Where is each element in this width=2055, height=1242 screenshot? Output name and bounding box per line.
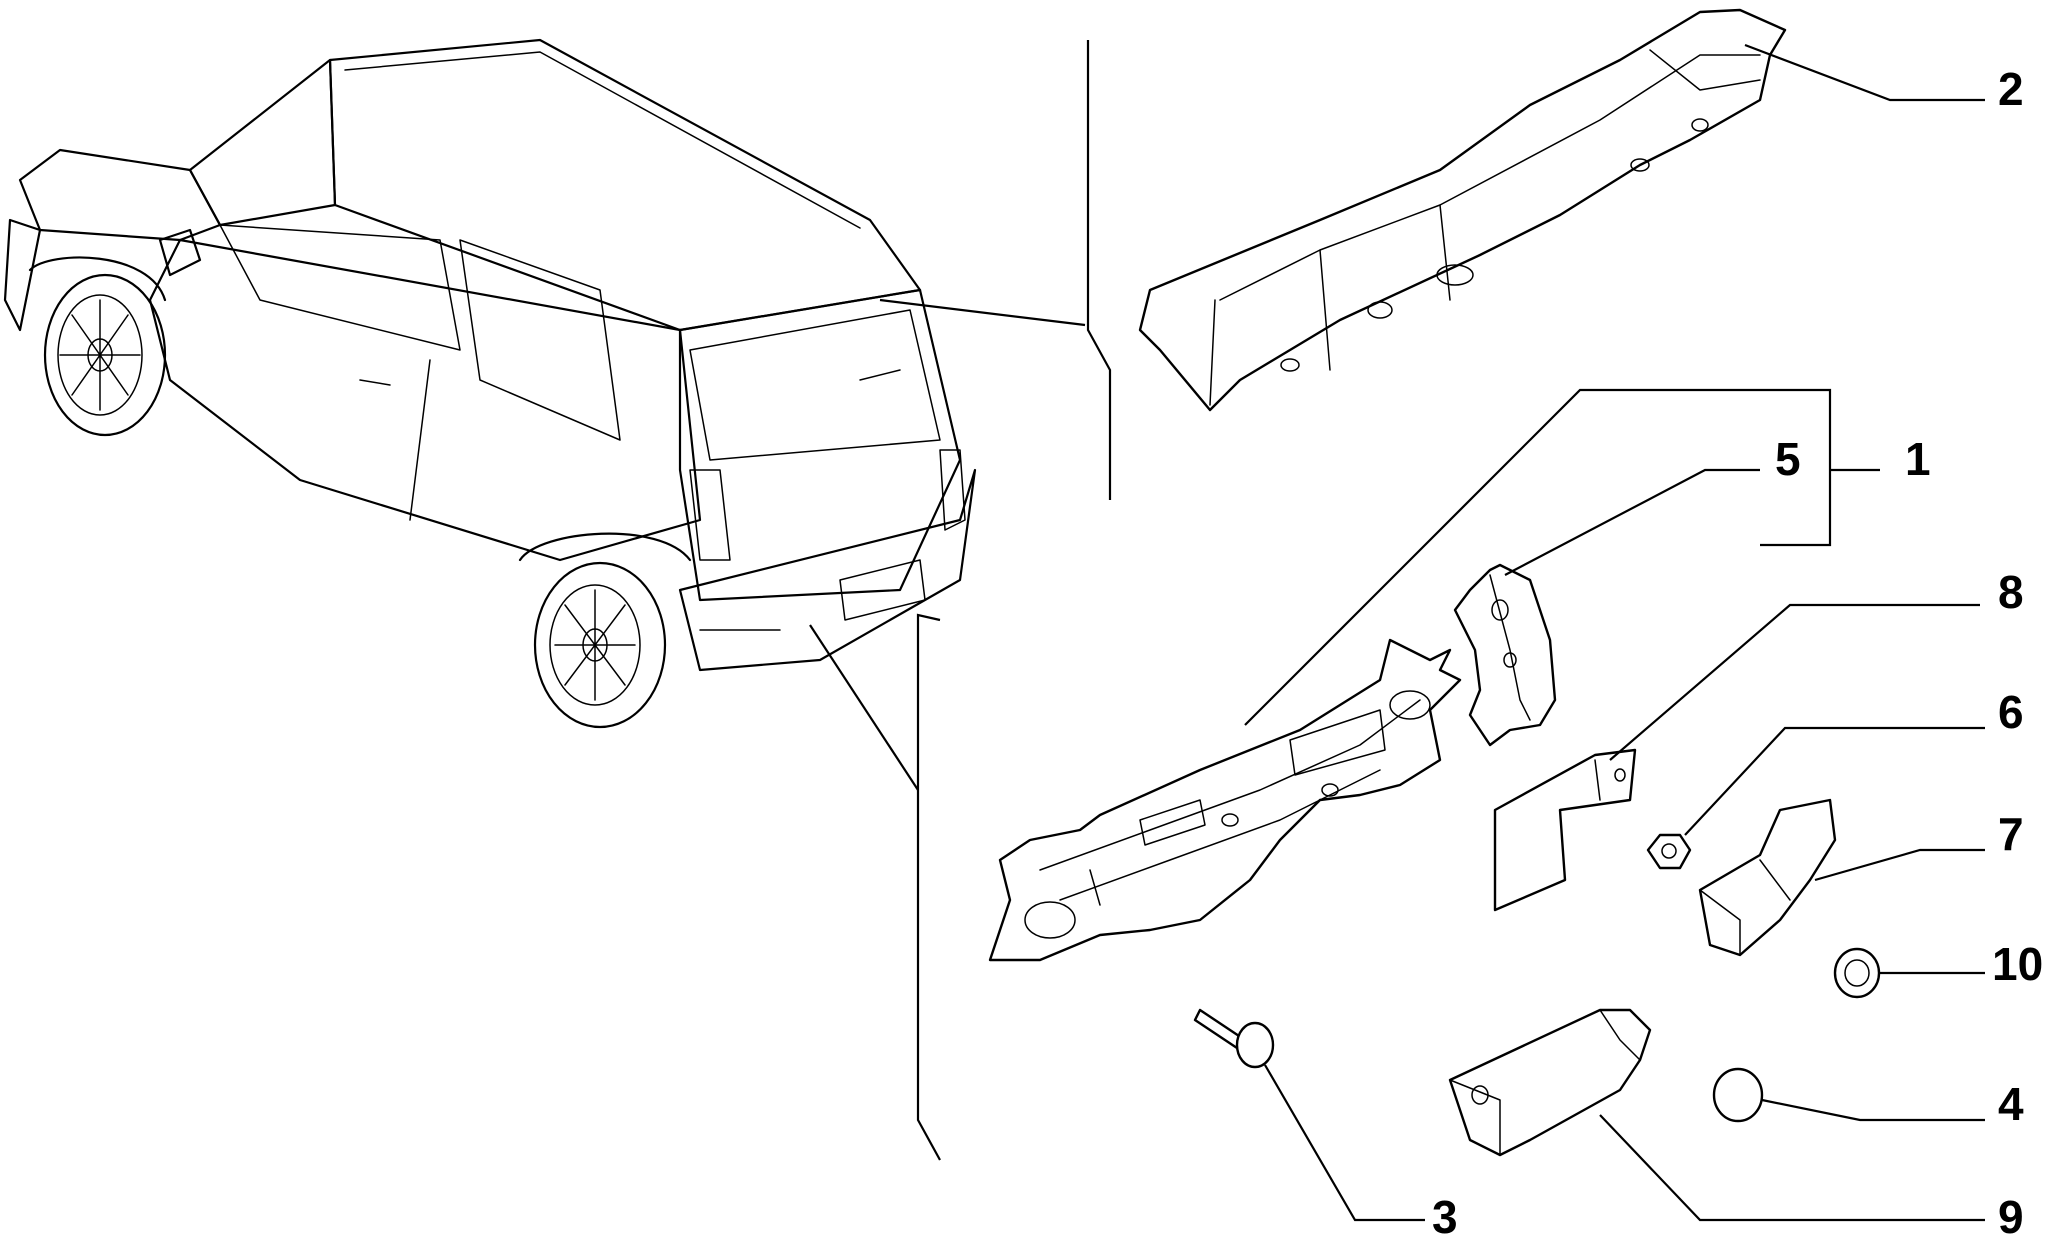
group-brackets: [809, 40, 1880, 1161]
part-4-plug: [1712, 1067, 1764, 1123]
callout-4: 4: [1998, 1078, 2024, 1130]
callout-8: 8: [1998, 566, 2024, 618]
front-wheel: [43, 273, 167, 437]
callout-2: 2: [1998, 63, 2024, 115]
callout-6: 6: [1998, 686, 2024, 738]
part-9-bracket: [1448, 1008, 1652, 1157]
part-1-rear-panel: [988, 638, 1462, 962]
callout-10: 10: [1992, 938, 2043, 990]
part-10-washer: [1833, 947, 1881, 999]
rear-wheel: [533, 561, 667, 729]
part-3-bolt: [1193, 1008, 1275, 1069]
callout-labels: 1 2 3 4 5 6 7 8 9 10: [1432, 63, 2043, 1242]
part-6-nut: [1646, 833, 1692, 870]
callout-7: 7: [1998, 808, 2024, 860]
leader-lines: [1244, 43, 1985, 1222]
car-illustration: [3, 38, 977, 729]
part-5-bracket: [1453, 563, 1557, 747]
part-7-bumper-block: [1698, 798, 1837, 957]
callout-9: 9: [1998, 1191, 2024, 1242]
part-8-bracket: [1493, 748, 1637, 912]
callout-1: 1: [1905, 433, 1931, 485]
part-2-rear-cross-member: [1138, 8, 1787, 412]
callout-5: 5: [1775, 433, 1801, 485]
callout-3: 3: [1432, 1191, 1458, 1242]
